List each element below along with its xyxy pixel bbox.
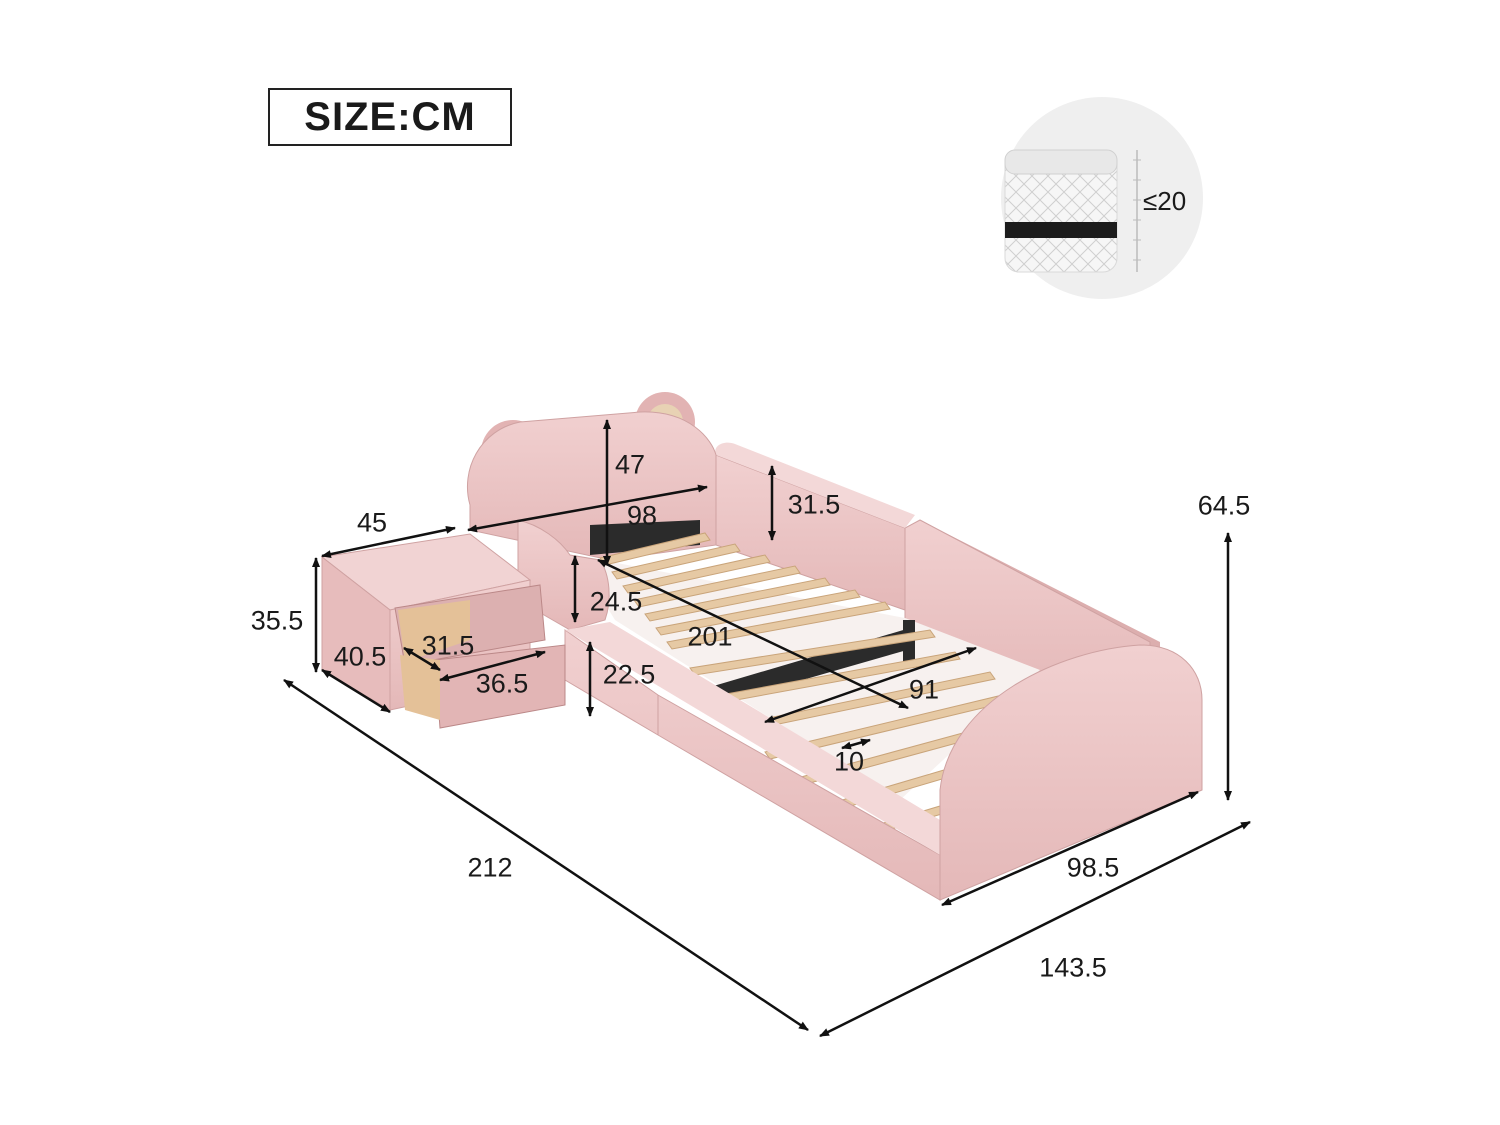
size-unit-label: SIZE:CM: [268, 88, 512, 146]
dim-drawer-height: 31.5: [421, 630, 475, 661]
dimension-lines: [283, 419, 1251, 1038]
dim-overall-length: 212: [467, 852, 513, 883]
dim-side-rail-height: 31.5: [787, 489, 841, 520]
bed-frame: [466, 392, 1203, 901]
dim-overall-width: 143.5: [1039, 952, 1107, 983]
dim-inner-length: 201: [687, 621, 733, 652]
dim-nightstand-width: 45: [356, 507, 388, 538]
mattress-inset: [1001, 97, 1203, 299]
dim-front-rail-height: 22.5: [602, 659, 656, 690]
dim-guard-height: 24.5: [589, 586, 643, 617]
dim-headboard-height: 47: [614, 449, 646, 480]
dim-slat-gap: 10: [833, 746, 865, 777]
dim-headboard-width: 98: [626, 500, 658, 531]
dim-inner-width: 91: [908, 674, 940, 705]
mattress-max-thickness: ≤20: [1143, 186, 1187, 216]
dim-footboard-width: 98.5: [1066, 852, 1120, 883]
dim-nightstand-depth: 40.5: [333, 641, 387, 672]
dim-nightstand-height: 35.5: [250, 605, 304, 636]
dim-drawer-width: 36.5: [475, 668, 529, 699]
dim-overall-height: 64.5: [1197, 490, 1251, 521]
